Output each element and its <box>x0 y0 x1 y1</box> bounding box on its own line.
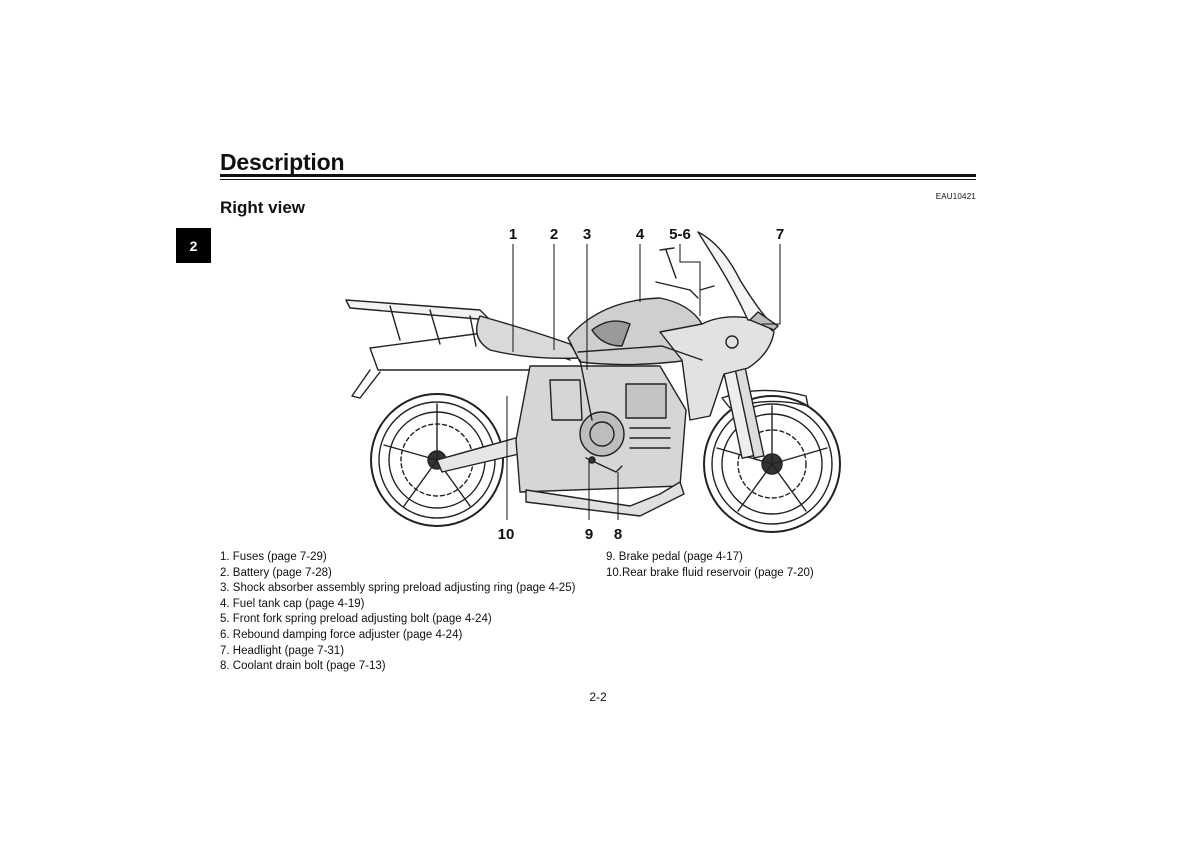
handlebar <box>655 281 715 299</box>
frame <box>577 345 703 421</box>
motorcycle-figure: 1 2 3 4 5-6 7 10 9 8 <box>330 220 860 550</box>
legend-right-column: 9. Brake pedal (page 4-17) 10.Rear brake… <box>606 550 906 581</box>
front-wheel <box>703 395 841 533</box>
legend-item: 6. Rebound damping force adjuster (page … <box>220 628 463 641</box>
callout-2: 2 <box>550 226 558 243</box>
front-fork <box>721 359 765 459</box>
page-title: Description <box>220 149 345 175</box>
legend-left-column: 1. Fuses (page 7-29) 2. Battery (page 7-… <box>220 550 600 675</box>
legend-item: 7. Headlight (page 7-31) <box>220 644 345 657</box>
section-heading: Right view <box>220 198 306 217</box>
page-number: 2-2 <box>0 690 1200 704</box>
tail-bracket <box>351 369 381 399</box>
luggage-rack <box>345 299 491 321</box>
callout-10: 10 <box>498 526 515 543</box>
motorcycle-illustration: 1 2 3 4 5-6 7 10 9 8 <box>345 226 841 543</box>
legend-item: 5. Front fork spring preload adjusting b… <box>220 613 492 626</box>
legend-item: 2. Battery (page 7-28) <box>220 566 332 579</box>
title-rule-thick <box>220 174 976 177</box>
chapter-tab: 2 <box>176 228 211 263</box>
title-rule-thin <box>220 179 976 180</box>
callout-5-6: 5-6 <box>669 226 691 243</box>
legend-item: 3. Shock absorber assembly spring preloa… <box>220 582 576 595</box>
windscreen <box>697 231 769 321</box>
page-number-text: 2-2 <box>589 690 607 704</box>
section-code: EAU10421 <box>935 192 976 201</box>
headlight <box>749 311 779 331</box>
legend-item: 8. Coolant drain bolt (page 7-13) <box>220 660 386 673</box>
callout-4: 4 <box>636 226 645 243</box>
legend-item: 9. Brake pedal (page 4-17) <box>606 551 743 563</box>
callout-3: 3 <box>583 226 591 243</box>
exhaust <box>525 481 685 517</box>
legend-item: 1. Fuses (page 7-29) <box>220 551 327 563</box>
legend-item: 10.Rear brake fluid reservoir (page 7-20… <box>606 566 814 579</box>
leader-lines <box>506 244 781 520</box>
front-fairing <box>659 316 775 421</box>
engine <box>515 365 687 493</box>
callout-8: 8 <box>614 526 622 543</box>
callout-9: 9 <box>585 526 593 543</box>
brake-pedal <box>585 457 623 473</box>
callout-7: 7 <box>776 226 784 243</box>
callout-1: 1 <box>509 226 517 243</box>
legend-item: 4. Fuel tank cap (page 4-19) <box>220 597 365 610</box>
seat <box>476 315 581 360</box>
